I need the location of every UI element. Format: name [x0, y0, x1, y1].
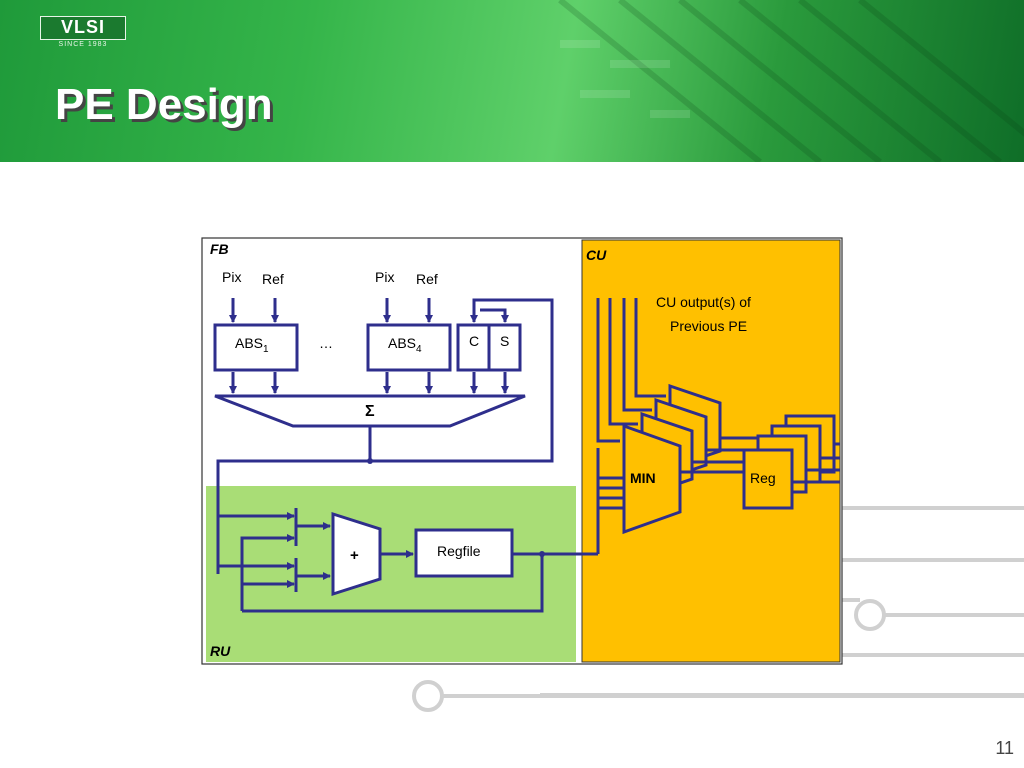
abs4-label: ABS4: [388, 335, 422, 355]
sigma-adder-tree: [214, 394, 526, 428]
sigma-label: Σ: [365, 403, 375, 420]
adder-alu: [331, 511, 382, 597]
pe-design-diagram: FB CU RU: [201, 237, 843, 665]
plus-label: +: [350, 547, 359, 564]
header-texture: [558, 0, 1024, 162]
regfile-label: Regfile: [437, 543, 481, 559]
reg-label: Reg: [750, 470, 776, 486]
regfile-block: [414, 528, 514, 578]
abs1-block: [213, 323, 299, 372]
ref1-label: Ref: [262, 271, 284, 287]
pix4-label: Pix: [375, 269, 394, 285]
pix1-label: Pix: [222, 269, 241, 285]
abs4-block: [366, 323, 452, 372]
circuit-decoration-bottom: [412, 680, 1024, 712]
reg-block: [742, 448, 794, 510]
vlsi-logo: VLSI SINCE 1983: [40, 16, 126, 50]
abs1-label: ABS1: [235, 335, 269, 355]
ref4-label: Ref: [416, 271, 438, 287]
ru-region: [206, 486, 576, 662]
cu-note-line1: CU output(s) of: [656, 294, 751, 310]
s-label: S: [500, 333, 509, 349]
fb-label: FB: [210, 241, 229, 257]
logo-since: SINCE 1983: [58, 41, 108, 48]
ellipsis-label: …: [319, 335, 333, 351]
c-label: C: [469, 333, 479, 349]
cu-note-line2: Previous PE: [670, 318, 747, 334]
page-number: 11: [995, 738, 1014, 758]
ru-label: RU: [210, 643, 231, 659]
slide-header: VLSI SINCE 1983 PE Design: [0, 0, 1024, 162]
min-label: MIN: [630, 470, 656, 486]
s-block: [487, 323, 522, 372]
slide-title: PE Design: [55, 80, 273, 129]
logo-text: VLSI: [60, 17, 105, 37]
cu-label: CU: [586, 247, 607, 263]
